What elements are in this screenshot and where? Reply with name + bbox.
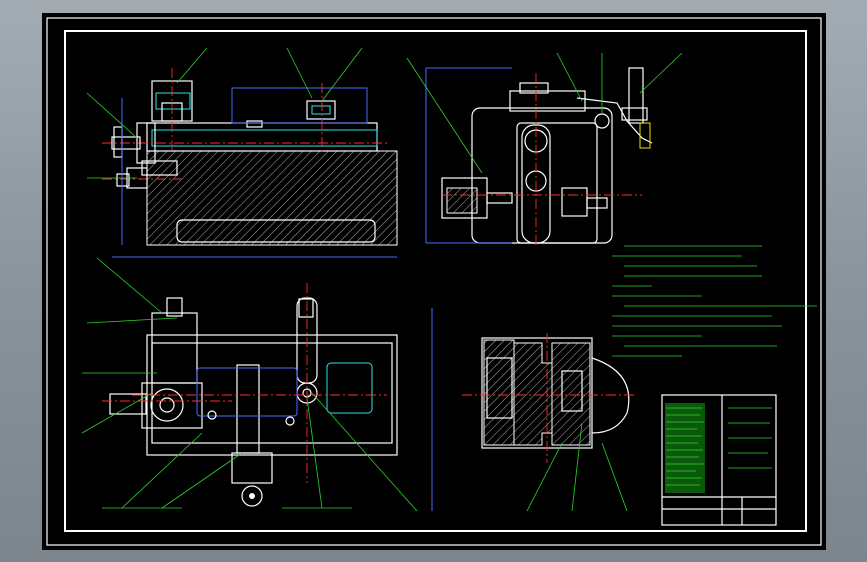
section-view [462,333,637,463]
side-view [425,67,653,245]
front-view [102,68,398,258]
drawing-sheet [42,13,826,550]
technical-notes [612,245,817,357]
leader-lines [81,47,683,512]
title-block [661,394,777,526]
top-view [102,283,433,511]
sheet-border [46,17,822,546]
drawing-canvas [46,17,822,546]
